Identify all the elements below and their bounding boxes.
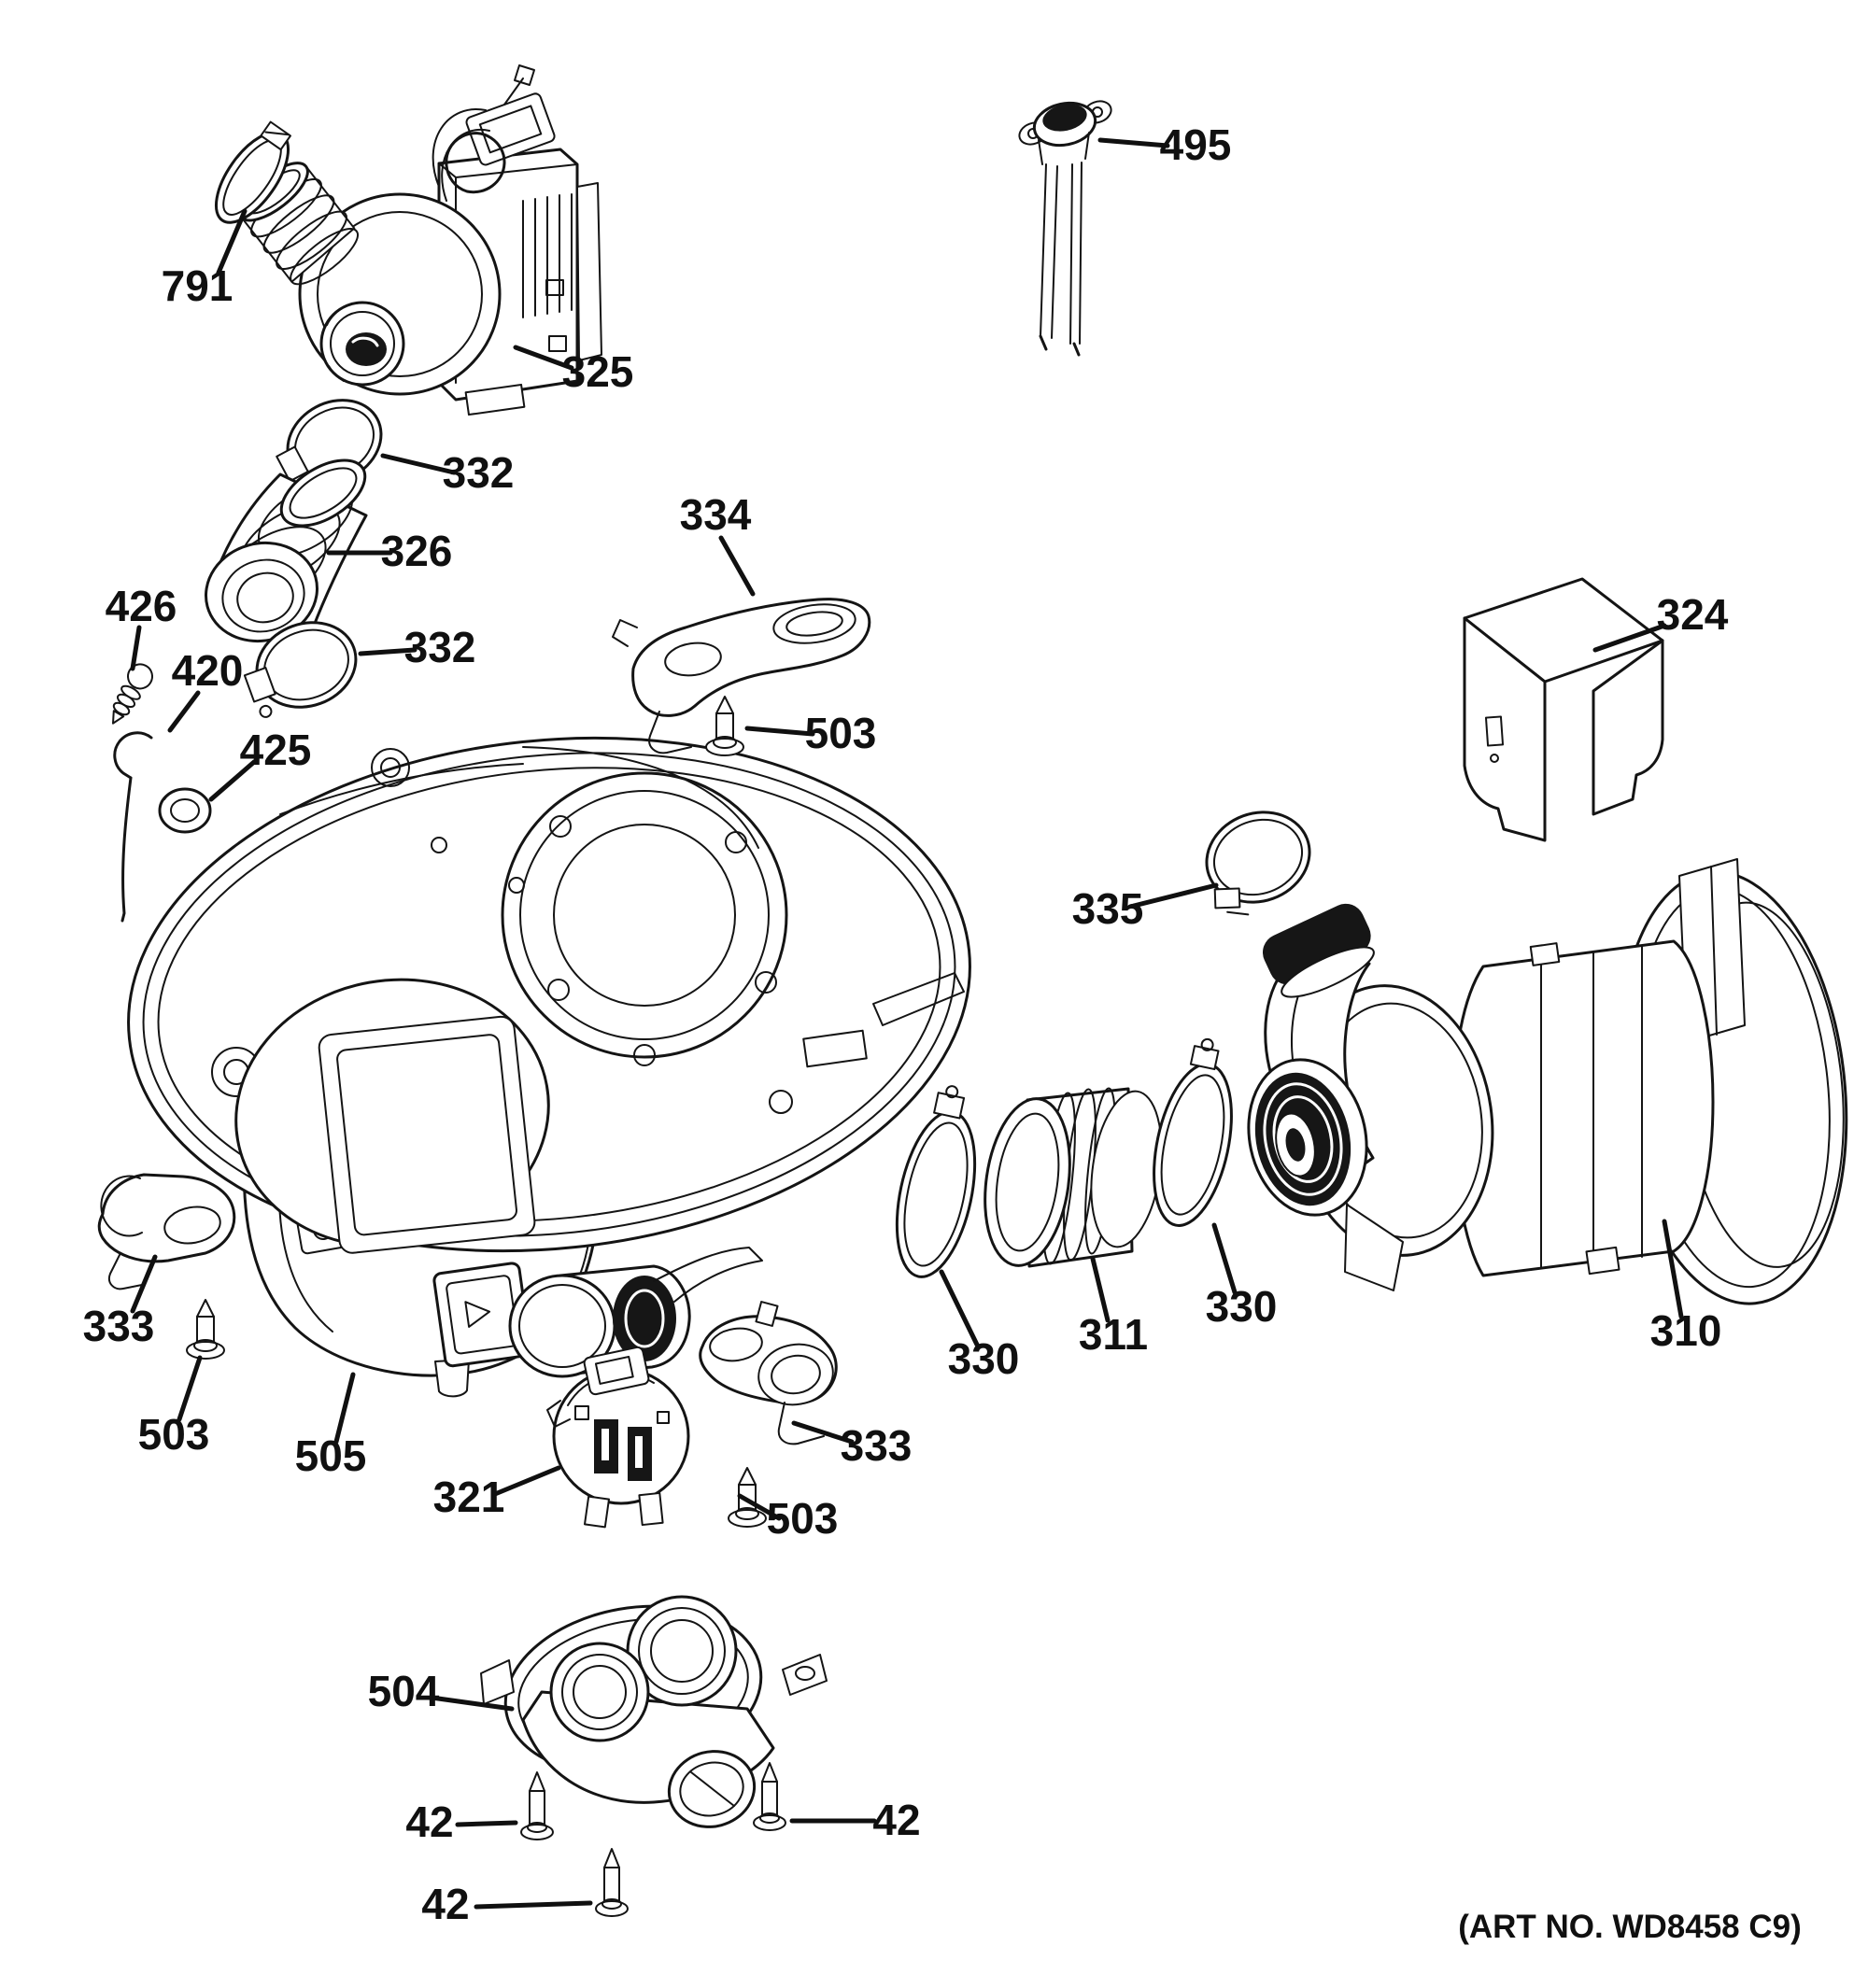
hose-clamp-791 (214, 120, 291, 224)
hose-clamp-330-right (1153, 1037, 1233, 1227)
callout-332-leader-4 (358, 647, 417, 656)
callout-791-label-0: 791 (162, 261, 234, 310)
drain-pump-assembly-325 (238, 64, 602, 416)
callout-503-label-18: 503 (138, 1410, 210, 1459)
callout-495-label-11: 495 (1160, 120, 1232, 169)
callout-42-label-26: 42 (872, 1796, 920, 1844)
bracket-333-right (699, 1301, 838, 1445)
screw-42-left (520, 1771, 554, 1840)
callout-310-leader-16 (1662, 1219, 1684, 1319)
callout-332-label-2: 332 (443, 448, 515, 497)
callout-334-label-5: 334 (680, 490, 752, 539)
pump-volute-504 (480, 1595, 828, 1828)
callout-42-label-25: 42 (421, 1880, 469, 1928)
callout-42-leader-25 (474, 1900, 593, 1910)
callout-334-leader-5 (718, 535, 756, 597)
callout-325-label-1: 325 (562, 347, 634, 396)
callout-503-leader-18 (177, 1355, 203, 1422)
callout-42-label-24: 42 (405, 1798, 453, 1846)
callout-504-leader-23 (429, 1695, 515, 1712)
callout-311-leader-14 (1090, 1256, 1111, 1323)
callout-333-label-21: 333 (841, 1421, 913, 1470)
callout-310-label-16: 310 (1650, 1306, 1722, 1355)
screw-503-left (186, 1299, 225, 1360)
thermistor-495 (1018, 100, 1112, 357)
tub-outlet-port (432, 1247, 763, 1378)
coupling-311 (984, 1087, 1163, 1268)
screw-503-bottom (728, 1467, 767, 1528)
callout-505-leader-19 (333, 1372, 356, 1445)
callout-503-leader-9 (744, 726, 815, 737)
grommet-425 (158, 787, 212, 834)
callout-332-leader-2 (380, 453, 457, 475)
callout-333-leader-21 (791, 1420, 855, 1445)
callout-325-leader-1 (513, 345, 574, 371)
callout-330-label-13: 330 (948, 1334, 1020, 1383)
callout-321-leader-20 (492, 1465, 561, 1497)
callout-321-label-20: 321 (433, 1473, 505, 1521)
callout-326-label-3: 326 (381, 527, 453, 575)
bracket-333-left (97, 1173, 236, 1290)
callout-layer: 791 325 332 326 332 334 426 420 425 503 324 495 335 3… (83, 120, 1729, 1928)
callout-425-leader-8 (208, 759, 257, 802)
bracket-334 (612, 598, 871, 754)
screw-42-right (753, 1762, 786, 1831)
callout-426-label-6: 426 (106, 582, 177, 630)
hose-clamp-330-left (895, 1085, 977, 1278)
callout-420-leader-7 (167, 690, 201, 733)
callout-503-label-22: 503 (767, 1494, 839, 1543)
hose-clamp-332-lower (243, 621, 358, 718)
callout-324-label-10: 324 (1657, 590, 1729, 639)
screw-503-top (705, 696, 744, 756)
wire-check-420 (113, 731, 153, 923)
callout-42-leader-24 (455, 1820, 518, 1827)
screw-42-bottom (595, 1848, 629, 1917)
hose-clamp-335 (1205, 811, 1311, 916)
cover-324 (1463, 577, 1664, 842)
callout-335-leader-12 (1131, 882, 1219, 909)
sensor-321 (546, 1346, 690, 1529)
callout-311-label-14: 311 (1079, 1310, 1148, 1359)
callout-324-leader-10 (1592, 623, 1667, 653)
callout-425-label-8: 425 (240, 726, 312, 774)
callout-426-leader-6 (130, 625, 142, 671)
callout-333-leader-17 (130, 1254, 158, 1314)
sump-base-plate (127, 736, 971, 1254)
callout-335-label-12: 335 (1072, 884, 1144, 933)
callout-504-label-23: 504 (368, 1667, 440, 1715)
screw-426 (112, 663, 153, 725)
callout-420-label-7: 420 (172, 646, 244, 695)
connector-boot-326 (205, 458, 368, 643)
callout-505-label-19: 505 (295, 1431, 367, 1480)
callout-330-leader-15 (1211, 1222, 1238, 1295)
art-number: (ART NO. WD8458 C9) (1458, 1909, 1802, 1945)
callout-330-leader-13 (939, 1269, 980, 1347)
callout-333-label-17: 333 (83, 1302, 155, 1350)
callout-330-label-15: 330 (1206, 1282, 1278, 1331)
callout-495-leader-11 (1097, 137, 1170, 148)
circulation-pump-motor-310 (1247, 858, 1848, 1305)
callout-332-label-4: 332 (404, 623, 476, 671)
callout-503-label-9: 503 (805, 709, 877, 757)
callout-503-leader-22 (737, 1493, 782, 1521)
callout-791-leader-0 (216, 208, 248, 275)
